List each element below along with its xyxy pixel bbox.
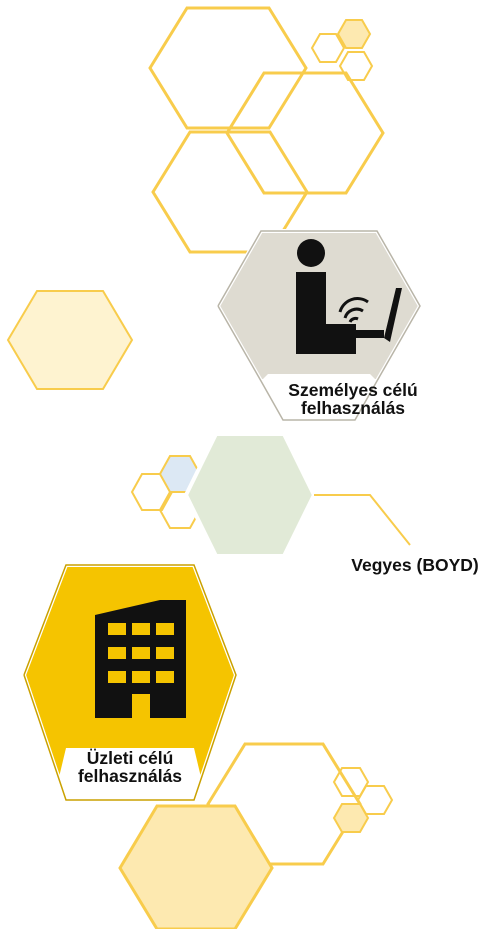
hex-outline-middle [225, 71, 385, 195]
hex-small-br-1 [332, 767, 370, 797]
hex-personal-outline [217, 230, 421, 421]
personal-use-label-line-2: felhasználás [300, 398, 406, 419]
hex-small-tr-2 [310, 33, 346, 63]
hex-pale-left [6, 290, 134, 390]
business-use-label-line-2: felhasználás [77, 766, 183, 787]
office-building-icon [95, 600, 186, 718]
hex-mixed-connector [314, 494, 411, 546]
hex-outline-lower-left [151, 130, 309, 254]
hex-outline-top [148, 6, 308, 130]
mixed-use-label: Vegyes (BOYD) [330, 555, 500, 575]
business-use-label: Üzleti célú felhasználás [60, 749, 200, 786]
mixed-use-label-line-1: Vegyes (BOYD) [351, 555, 479, 575]
hex-mixed [183, 432, 317, 558]
hex-business-label-bg [56, 748, 204, 800]
hex-business-outline [23, 564, 237, 801]
hex-pale-bottom [118, 804, 274, 929]
personal-use-label-line-1: Személyes célú [288, 380, 418, 400]
hex-small-br-3 [332, 803, 370, 833]
personal-use-label: Személyes célú felhasználás [268, 381, 438, 418]
hex-personal-label-bg [261, 374, 377, 420]
person-laptop-wifi-icon [296, 239, 402, 354]
hex-small-tr-1 [336, 19, 372, 49]
business-use-label-line-1: Üzleti célú [86, 748, 174, 768]
hex-small-tr-3 [338, 51, 374, 81]
